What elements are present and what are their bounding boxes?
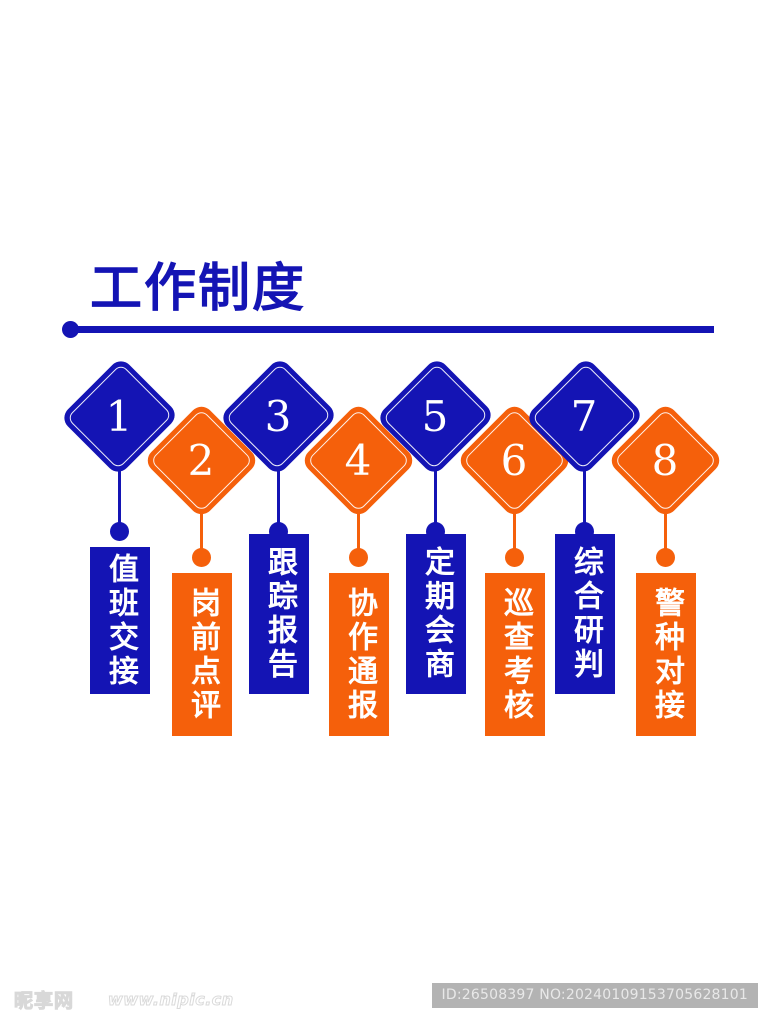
step-connector-dot-icon xyxy=(110,522,129,541)
step-connector-line xyxy=(513,496,516,554)
step-connector-dot-icon xyxy=(349,548,368,567)
step-label-text: 协作通报 xyxy=(342,586,377,723)
step-label-box[interactable]: 警种对接 xyxy=(636,573,696,736)
step-number-text: 3 xyxy=(265,391,292,441)
step-connector-line xyxy=(583,455,586,527)
step-label-text: 警种对接 xyxy=(649,586,684,723)
step-label-box[interactable]: 值班交接 xyxy=(90,547,150,694)
step-number-text: 4 xyxy=(345,435,372,485)
step-number-text: 8 xyxy=(652,435,679,485)
step-connector-dot-icon xyxy=(656,548,675,567)
header-divider xyxy=(70,326,714,333)
step-number-text: 7 xyxy=(571,391,598,441)
step-connector-dot-icon xyxy=(505,548,524,567)
step-connector-line xyxy=(118,455,121,527)
step-number-text: 5 xyxy=(422,391,449,441)
watermark-id-badge: ID:26508397 NO:20240109153705628101 xyxy=(431,983,758,1008)
step-connector-line xyxy=(200,496,203,554)
step-label-box[interactable]: 巡查考核 xyxy=(485,573,545,736)
step-connector-line xyxy=(357,496,360,554)
header: 工作制度 xyxy=(62,258,714,348)
step-number-text: 2 xyxy=(188,435,215,485)
step-number-text: 6 xyxy=(501,435,528,485)
step-connector-line xyxy=(664,496,667,554)
page-title: 工作制度 xyxy=(90,259,307,319)
step-label-text: 值班交接 xyxy=(103,552,138,689)
watermark-logo: 昵享网 xyxy=(13,990,75,1013)
step-label-box[interactable]: 定期会商 xyxy=(406,534,466,694)
step-connector-line xyxy=(277,455,280,527)
step-label-text: 定期会商 xyxy=(419,546,454,682)
step-connector-dot-icon xyxy=(192,548,211,567)
step-label-box[interactable]: 综合研判 xyxy=(555,534,615,694)
step-label-text: 巡查考核 xyxy=(498,586,533,723)
step-label-text: 跟踪报告 xyxy=(262,546,297,682)
step-number-text: 1 xyxy=(106,391,133,441)
watermark-url: www.nipic.cn xyxy=(108,990,234,1010)
step-label-text: 岗前点评 xyxy=(185,586,220,723)
footer-watermark: 昵享网 www.nipic.cn ID:26508397 NO:20240109… xyxy=(0,968,768,1024)
step-label-box[interactable]: 跟踪报告 xyxy=(249,534,309,694)
step-label-text: 综合研判 xyxy=(568,546,603,682)
step-connector-line xyxy=(434,455,437,527)
step-label-box[interactable]: 岗前点评 xyxy=(172,573,232,736)
step-label-box[interactable]: 协作通报 xyxy=(329,573,389,736)
